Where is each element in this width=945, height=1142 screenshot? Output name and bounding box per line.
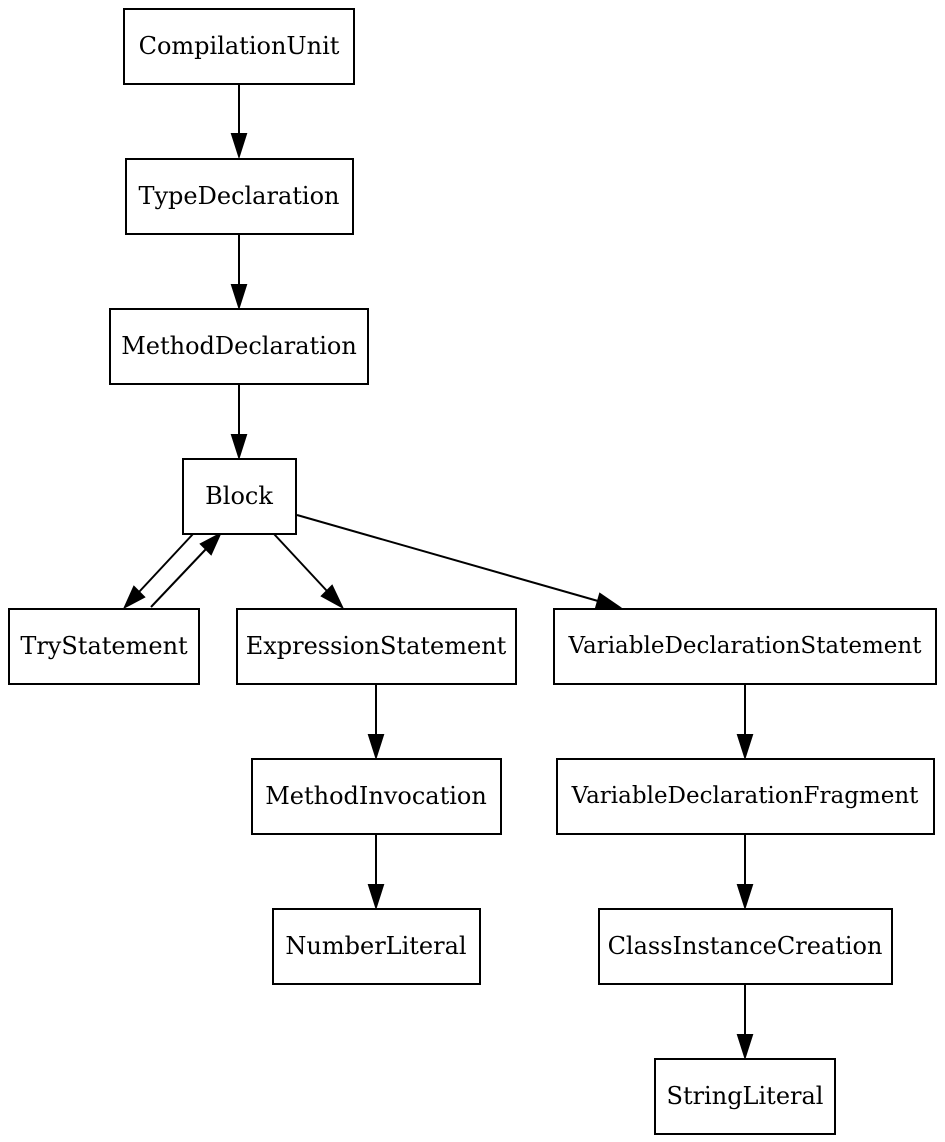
edge-block-expressionstatement bbox=[273, 533, 345, 610]
node-label: TypeDeclaration bbox=[138, 182, 339, 210]
node-compilationunit: CompilationUnit bbox=[123, 8, 355, 85]
edge-block-trystatement bbox=[122, 533, 194, 610]
node-block: Block bbox=[182, 458, 297, 535]
edge-trystatement-block bbox=[150, 531, 223, 608]
node-variabledeclarationfragment: VariableDeclarationFragment bbox=[556, 758, 935, 835]
edge-compilationunit-typedeclaration bbox=[230, 84, 248, 160]
edges bbox=[122, 84, 754, 1061]
node-label: ExpressionStatement bbox=[246, 632, 507, 660]
node-variabledeclarationstatement: VariableDeclarationStatement bbox=[553, 608, 937, 685]
node-label: CompilationUnit bbox=[139, 32, 340, 60]
edge-methodinvocation-numberliteral bbox=[367, 834, 385, 911]
node-methoddeclaration: MethodDeclaration bbox=[109, 308, 369, 385]
node-label: MethodInvocation bbox=[265, 782, 487, 810]
node-typedeclaration: TypeDeclaration bbox=[125, 158, 354, 235]
node-label: TryStatement bbox=[20, 632, 188, 660]
node-expressionstatement: ExpressionStatement bbox=[236, 608, 517, 685]
node-numberliteral: NumberLiteral bbox=[272, 908, 481, 985]
node-label: VariableDeclarationStatement bbox=[568, 633, 923, 659]
edge-variabledeclarationfragment-classinstancecreation bbox=[736, 834, 754, 911]
node-label: MethodDeclaration bbox=[121, 332, 357, 360]
edge-block-variabledeclarationstatement bbox=[296, 514, 623, 610]
edge-variabledeclarationstatement-variabledeclarationfragment bbox=[736, 684, 754, 761]
node-label: StringLiteral bbox=[667, 1082, 824, 1110]
edge-classinstancecreation-stringliteral bbox=[736, 984, 754, 1061]
edge-expressionstatement-methodinvocation bbox=[367, 684, 385, 761]
edge-methoddeclaration-block bbox=[230, 384, 248, 461]
edge-typedeclaration-methoddeclaration bbox=[230, 234, 248, 311]
node-stringliteral: StringLiteral bbox=[654, 1058, 836, 1135]
node-trystatement: TryStatement bbox=[8, 608, 200, 685]
node-methodinvocation: MethodInvocation bbox=[251, 758, 502, 835]
node-label: Block bbox=[205, 482, 273, 510]
nodes: CompilationUnit TypeDeclaration MethodDe… bbox=[8, 8, 937, 1135]
node-label: VariableDeclarationFragment bbox=[571, 783, 920, 809]
node-classinstancecreation: ClassInstanceCreation bbox=[598, 908, 893, 985]
node-label: ClassInstanceCreation bbox=[608, 932, 883, 960]
node-label: NumberLiteral bbox=[285, 932, 466, 960]
